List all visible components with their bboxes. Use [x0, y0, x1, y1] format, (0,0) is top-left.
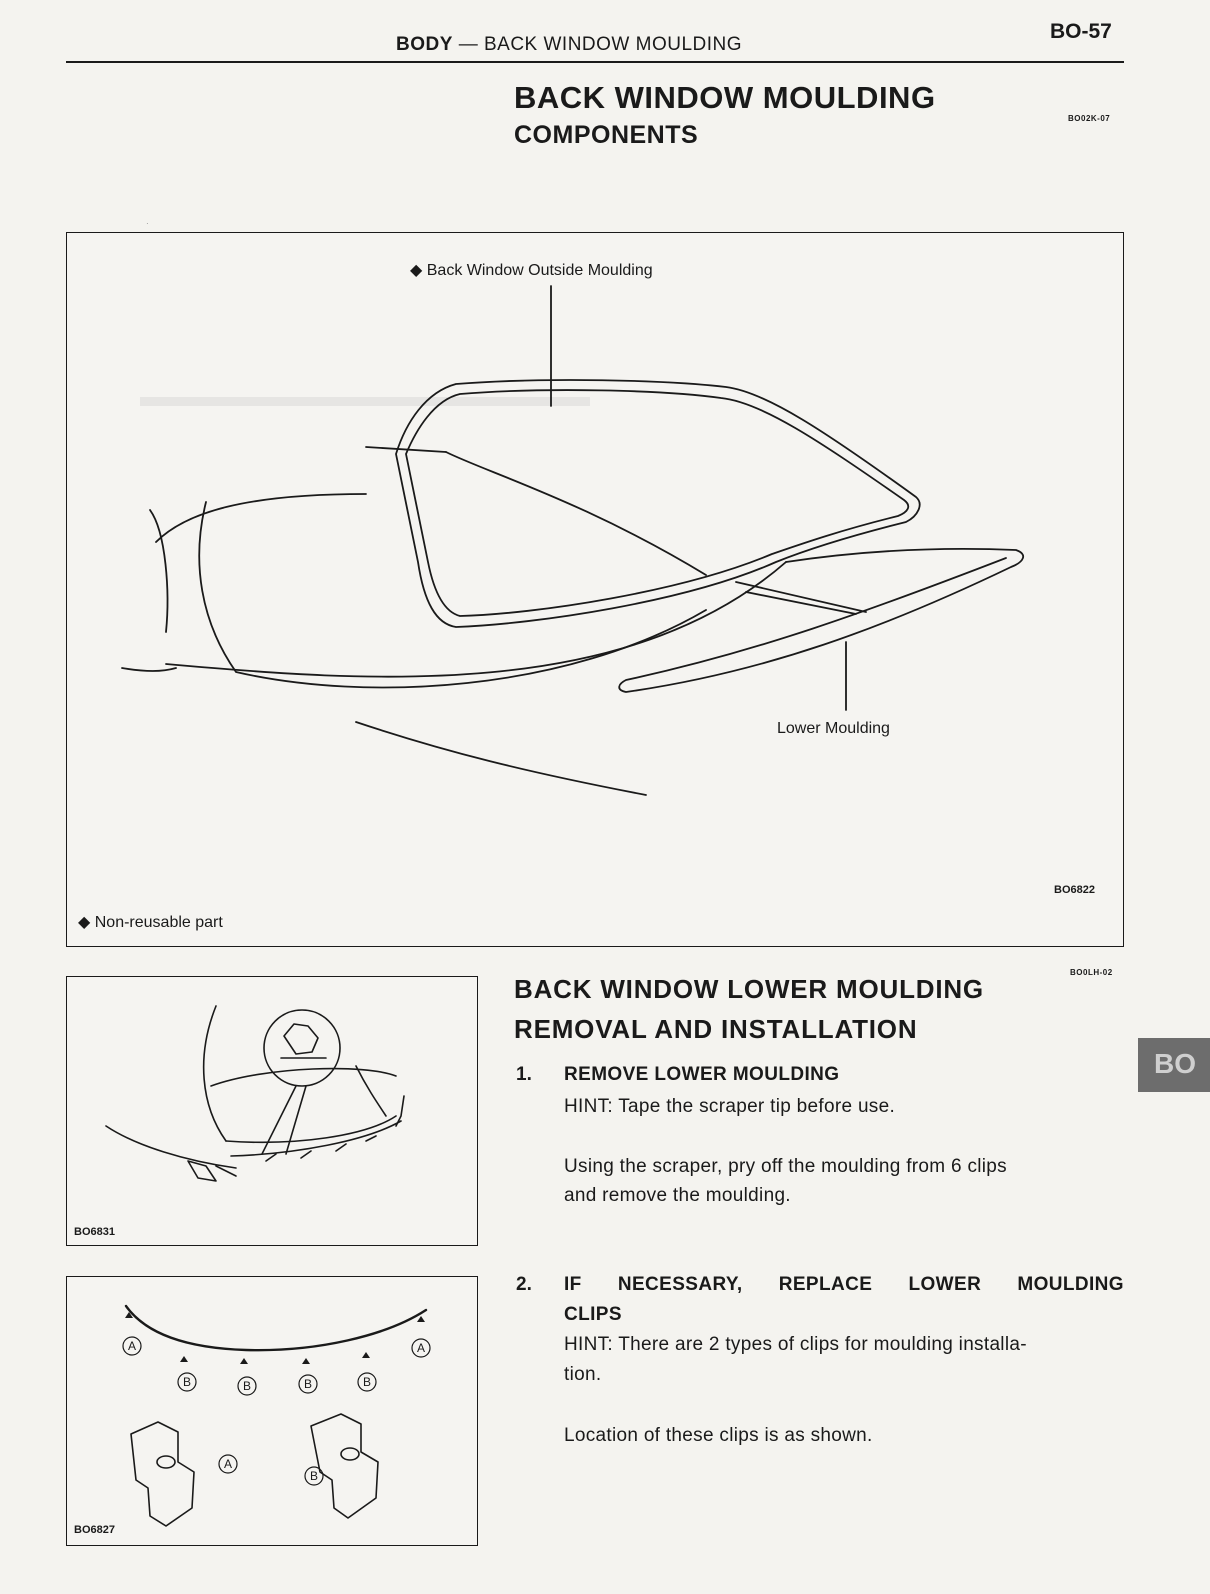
components-figure [66, 232, 1124, 947]
section2-code: BO0LH-02 [1070, 968, 1113, 977]
section-title: BACK WINDOW MOULDING [514, 80, 936, 115]
section-code: BO02K-07 [1068, 114, 1111, 123]
step1-heading: REMOVE LOWER MOULDING [564, 1064, 840, 1085]
header-section: BODY [396, 34, 453, 55]
clip-b-mark: B [304, 1377, 312, 1391]
removal-drawing [105, 1005, 405, 1182]
clip-b-mark: B [243, 1379, 251, 1393]
figure3-code: BO6827 [74, 1524, 115, 1536]
section2-title-line1: BACK WINDOW LOWER MOULDING [514, 974, 984, 1004]
running-header: BODY — BACK WINDOW MOULDING [396, 34, 742, 56]
removal-figure [66, 976, 478, 1246]
step2-hint-line1: HINT: There are 2 types of clips for mou… [564, 1334, 1027, 1355]
header-dash: — [458, 34, 479, 55]
figure2-code: BO6831 [74, 1226, 115, 1238]
step2-text: Location of these clips is as shown. [564, 1425, 873, 1446]
clip-b-mark: B [363, 1375, 371, 1389]
label-lower-moulding: Lower Moulding [777, 720, 890, 737]
step2-hint-line2: tion. [564, 1364, 602, 1385]
step2-number: 2. [516, 1274, 532, 1295]
step2-heading-line2: CLIPS [564, 1304, 622, 1325]
section-thumb-tab: BO [1138, 1038, 1210, 1092]
page-number: BO-57 [1050, 20, 1112, 43]
clip-a-mark: A [417, 1341, 425, 1355]
step1-text-line1: Using the scraper, pry off the moulding … [564, 1156, 1007, 1177]
components-drawing: · [121, 219, 1025, 796]
clip-a-mark: A [224, 1457, 232, 1471]
header-topic: BACK WINDOW MOULDING [483, 34, 743, 55]
header-rule [66, 61, 1124, 63]
step1-number: 1. [516, 1064, 532, 1085]
clip-b-mark: B [183, 1375, 191, 1389]
step1-hint: HINT: Tape the scraper tip before use. [564, 1096, 896, 1117]
clip-location-drawing: A A B B B B A B [122, 1304, 431, 1527]
clip-location-figure [66, 1276, 478, 1546]
clip-b-mark: B [310, 1469, 318, 1483]
figure1-code: BO6822 [1054, 884, 1095, 896]
label-outside-moulding: ◆ Back Window Outside Moulding [410, 262, 653, 279]
step2-heading-line1: IF NECESSARY, REPLACE LOWER MOULDING [564, 1274, 1124, 1295]
clip-a-mark: A [128, 1339, 136, 1353]
step1-text-line2: and remove the moulding. [564, 1185, 791, 1206]
section-subtitle: COMPONENTS [514, 121, 699, 149]
non-reusable-legend: ◆ Non-reusable part [78, 914, 223, 931]
section-thumb-tab-label: BO [1154, 1048, 1196, 1079]
svg-text:·: · [146, 219, 149, 228]
section2-title-line2: REMOVAL AND INSTALLATION [514, 1014, 918, 1044]
